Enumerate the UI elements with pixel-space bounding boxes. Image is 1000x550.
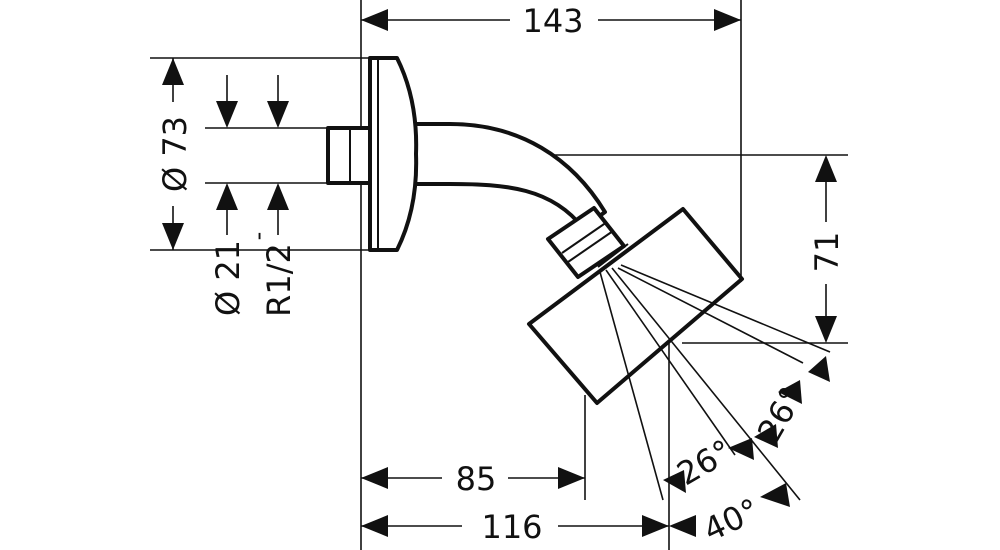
dim-pipe-diameter: Ø 21 (209, 240, 247, 316)
shower-arm-pipe (412, 122, 607, 230)
dim-thread: R1/2 (260, 243, 298, 317)
dimension-labels: 143 Ø 73 Ø 21 - R1/2 71 85 116 26° 26° 4… (156, 2, 846, 549)
dim-flange-diameter: Ø 73 (156, 116, 194, 192)
wall-flange (368, 56, 419, 252)
extension-lines (150, 0, 848, 550)
dim-overall-length: 143 (522, 2, 583, 40)
dim-thread-prefix: - (244, 232, 272, 241)
dim-height-offset: 71 (808, 232, 846, 273)
dim-head-face-distance: 85 (456, 460, 497, 498)
spray-angle-lines (599, 264, 831, 501)
shower-head (527, 207, 744, 405)
shower-arm-assembly (326, 56, 744, 405)
dimension-lines (162, 9, 837, 537)
dim-spray-angle-wide: 40° (698, 491, 765, 549)
dim-head-edge-distance: 116 (481, 508, 542, 546)
